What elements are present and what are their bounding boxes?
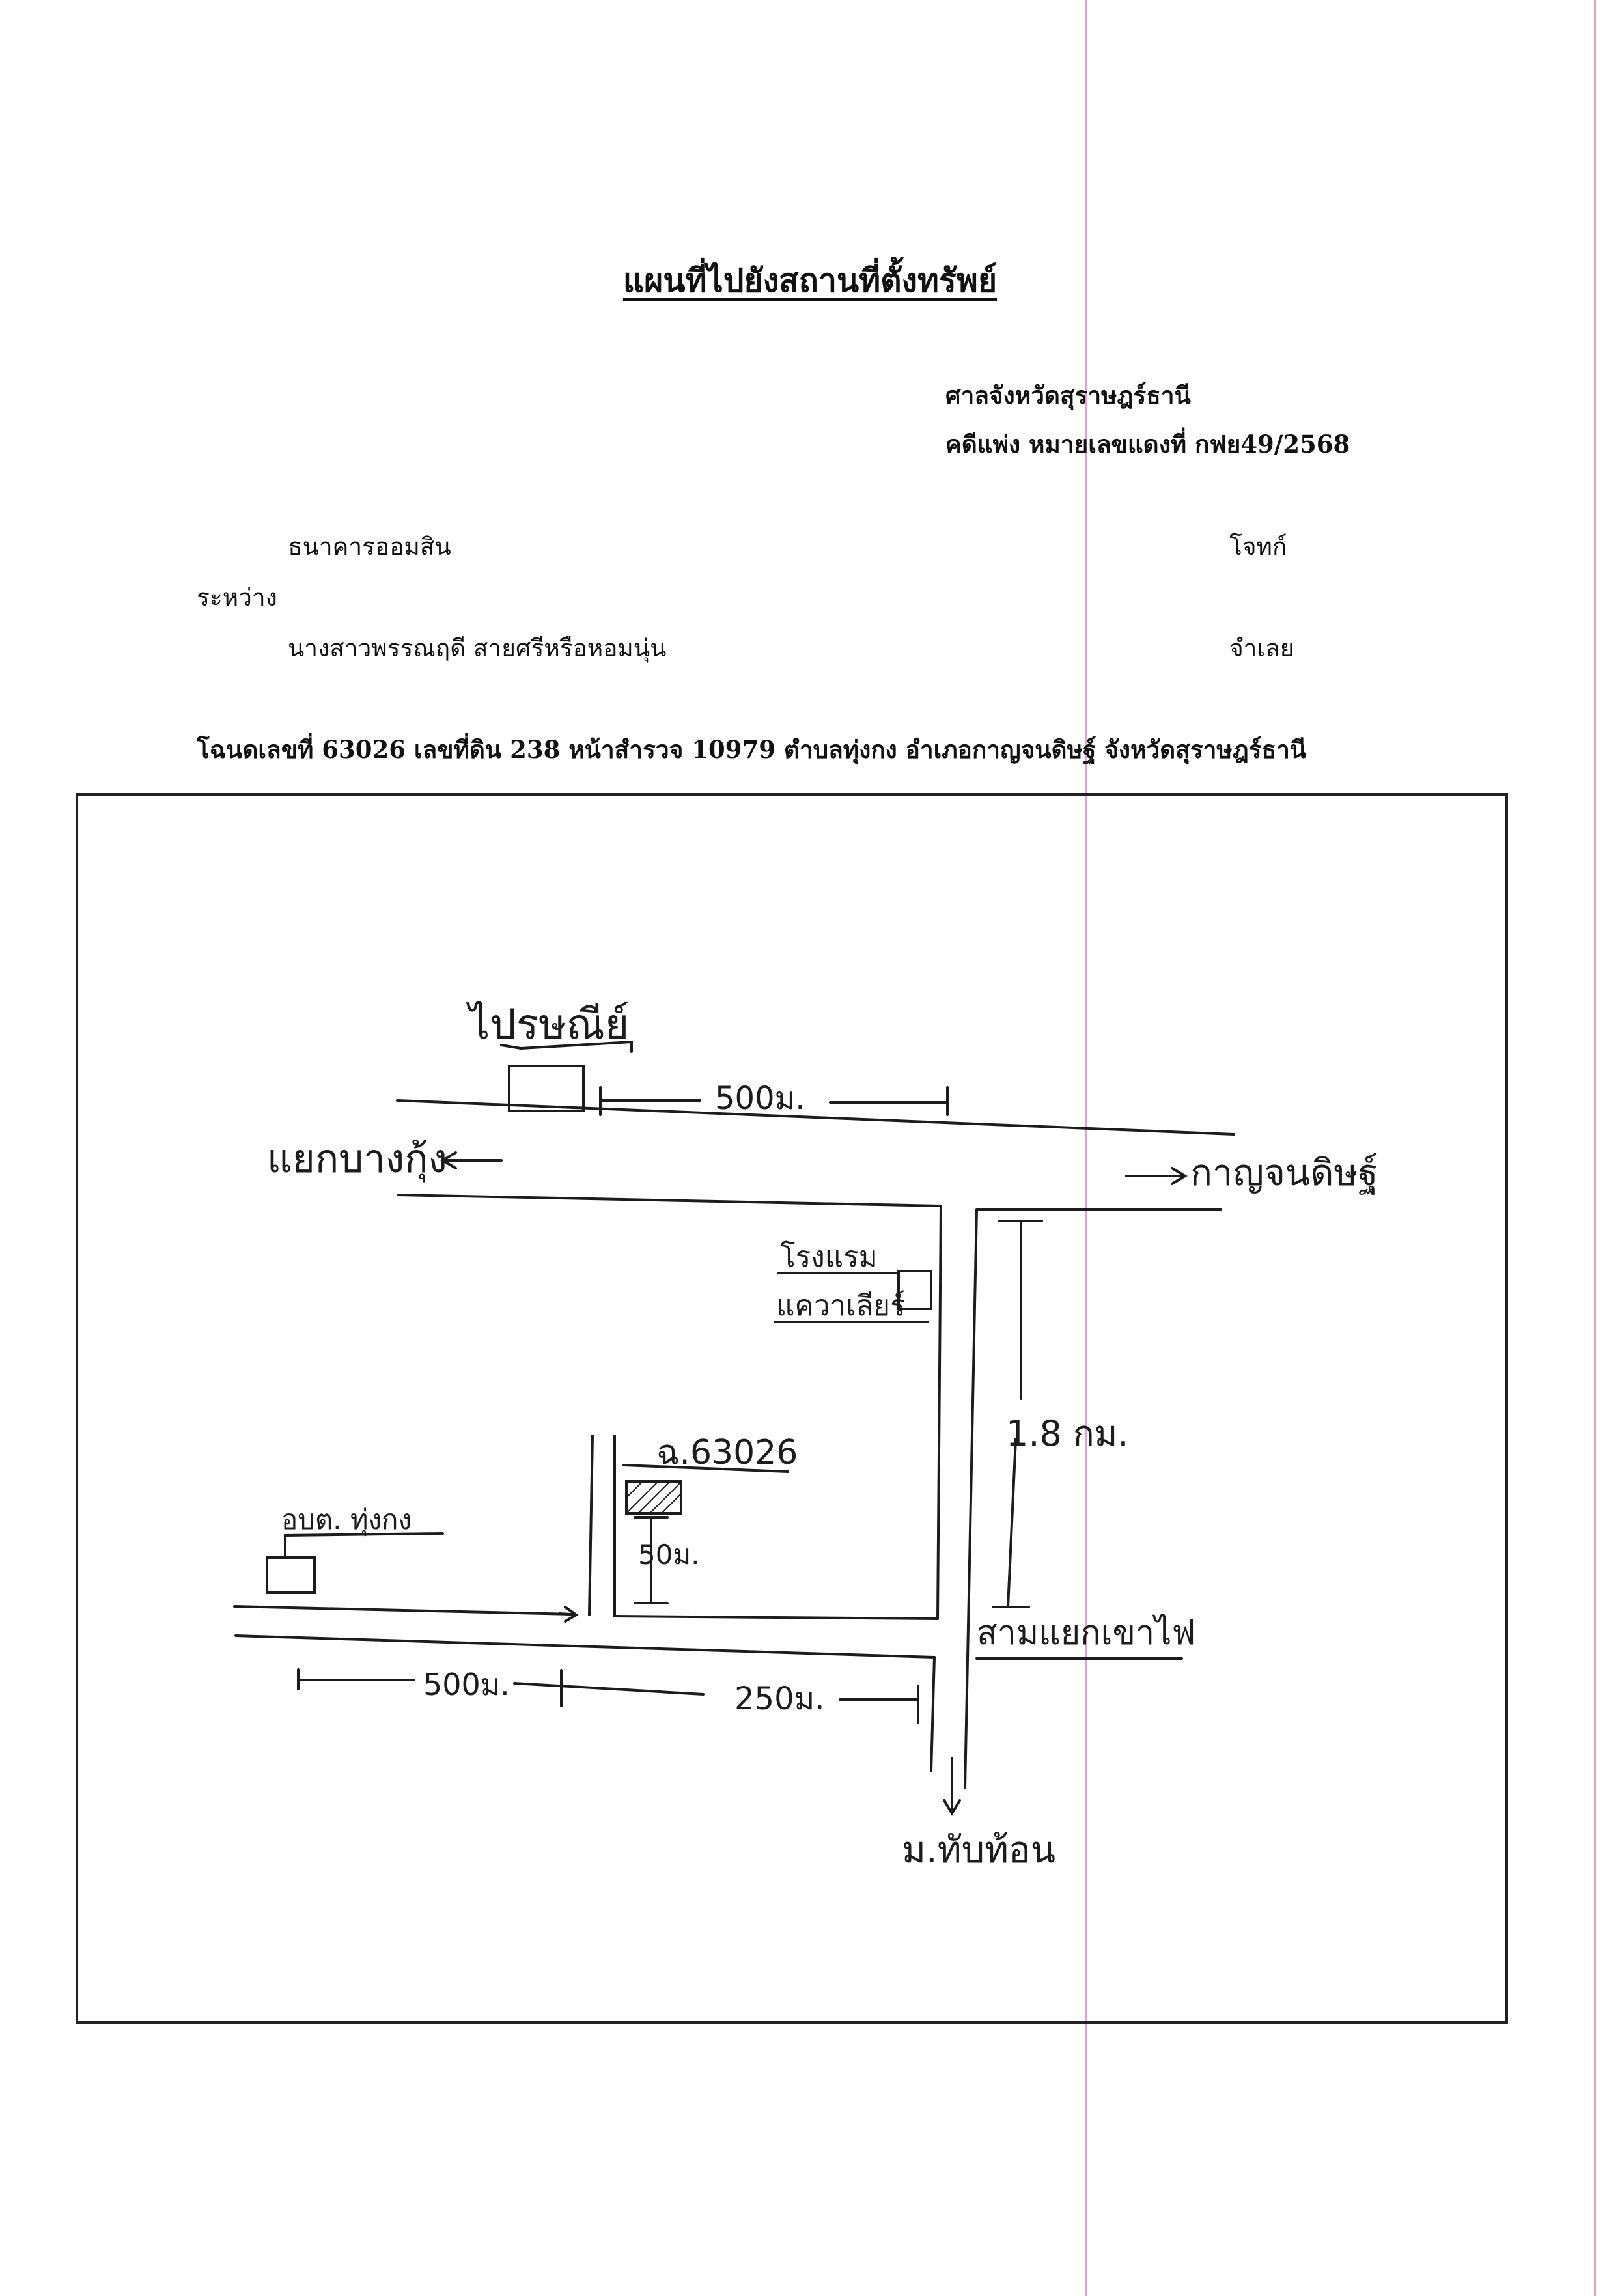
defendant-role: จำเลย	[1229, 634, 1294, 662]
distance-50m: 50ม.	[638, 1539, 699, 1571]
plaintiff-name: ธนาคารออมสิน	[288, 533, 451, 561]
left-destination-label: แยกบางกุ้ง	[267, 1136, 447, 1183]
lower-road-top-left	[233, 1605, 574, 1616]
sao-label: อบต. ทุ่งกง	[281, 1504, 412, 1537]
junction-label: สามแยกเขาไฟ	[977, 1614, 1195, 1653]
between-label: ระหว่าง	[197, 583, 277, 611]
hotel-label-line2: แควาเลียร์	[776, 1289, 906, 1323]
hotel-label-line1: โรงแรม	[780, 1240, 878, 1274]
south-destination-label: ม.ทับท้อน	[902, 1829, 1055, 1871]
case-number: คดีแพ่ง หมายเลขแดงที่ กฟย49/2568	[945, 430, 1350, 458]
sao-building	[266, 1556, 316, 1594]
margin-line	[1085, 0, 1087, 2296]
main-road-bottom-edge	[397, 1194, 942, 1207]
south-road-left	[930, 1656, 936, 1772]
right-destination-label: กาญจนดิษฐ์	[1190, 1152, 1378, 1194]
margin-line	[1594, 0, 1596, 2296]
distance-500m-top: 500ม.	[715, 1080, 805, 1117]
hotel-building	[897, 1270, 932, 1310]
deed-info: โฉนดเลขที่ 63026 เลขที่ดิน 238 หน้าสำรวจ…	[197, 735, 1307, 764]
vertical-road-left	[936, 1205, 942, 1620]
plaintiff-role: โจทก์	[1229, 533, 1287, 561]
court-name: ศาลจังหวัดสุราษฎร์ธานี	[945, 381, 1191, 410]
lower-road-bottom	[234, 1634, 936, 1659]
deed-number-label: ฉ.63026	[656, 1433, 798, 1472]
main-road-top-edge	[396, 1099, 1235, 1136]
defendant-name: นางสาวพรรณฤดี สายศรีหรือหอมนุ่น	[288, 634, 667, 662]
post-office-building	[508, 1065, 585, 1112]
lower-road-top-right	[613, 1615, 939, 1620]
distance-18km: 1.8 กม.	[1006, 1413, 1129, 1454]
distance-500m-bottom: 500ม.	[423, 1667, 510, 1702]
side-lane-left	[588, 1435, 594, 1616]
post-office-label: ไปรษณีย์	[466, 1001, 629, 1049]
document-title: แผนที่ไปยังสถานที่ตั้งทรัพย์	[622, 261, 998, 300]
map-frame	[76, 793, 1508, 2024]
vertical-road-right	[964, 1208, 978, 1789]
distance-250m: 250ม.	[734, 1681, 825, 1717]
